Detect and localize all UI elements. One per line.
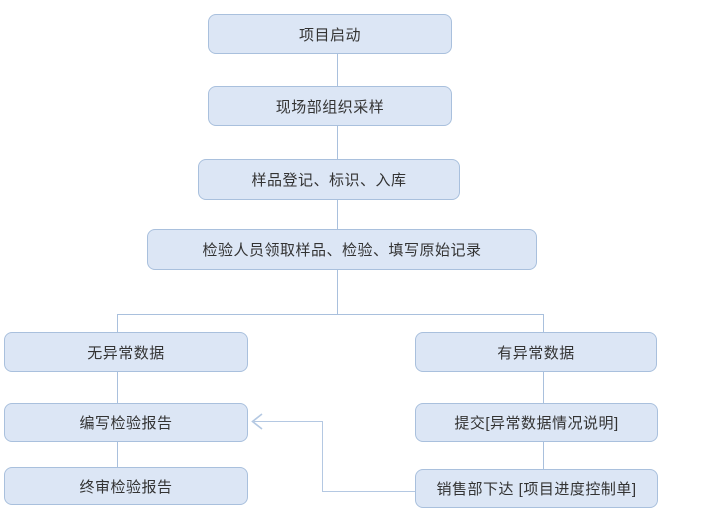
node-final-review-report: 终审检验报告 (4, 467, 248, 505)
node-site-sampling: 现场部组织采样 (208, 86, 452, 126)
node-sales-issue-control-sheet: 销售部下达 [项目进度控制单] (415, 469, 658, 508)
arrowhead-left-icon (251, 413, 263, 430)
node-submit-abnormal-desc: 提交[异常数据情况说明] (415, 403, 658, 442)
node-no-abnormal-data: 无异常数据 (4, 332, 248, 372)
node-project-start: 项目启动 (208, 14, 452, 54)
node-sample-registration: 样品登记、标识、入库 (198, 159, 460, 200)
node-inspection-record: 检验人员领取样品、检验、填写原始记录 (147, 229, 537, 270)
feedback-elbow-line (254, 420, 415, 493)
feedback-connector (251, 413, 415, 493)
node-abnormal-data: 有异常数据 (415, 332, 657, 372)
node-write-report: 编写检验报告 (4, 403, 248, 442)
